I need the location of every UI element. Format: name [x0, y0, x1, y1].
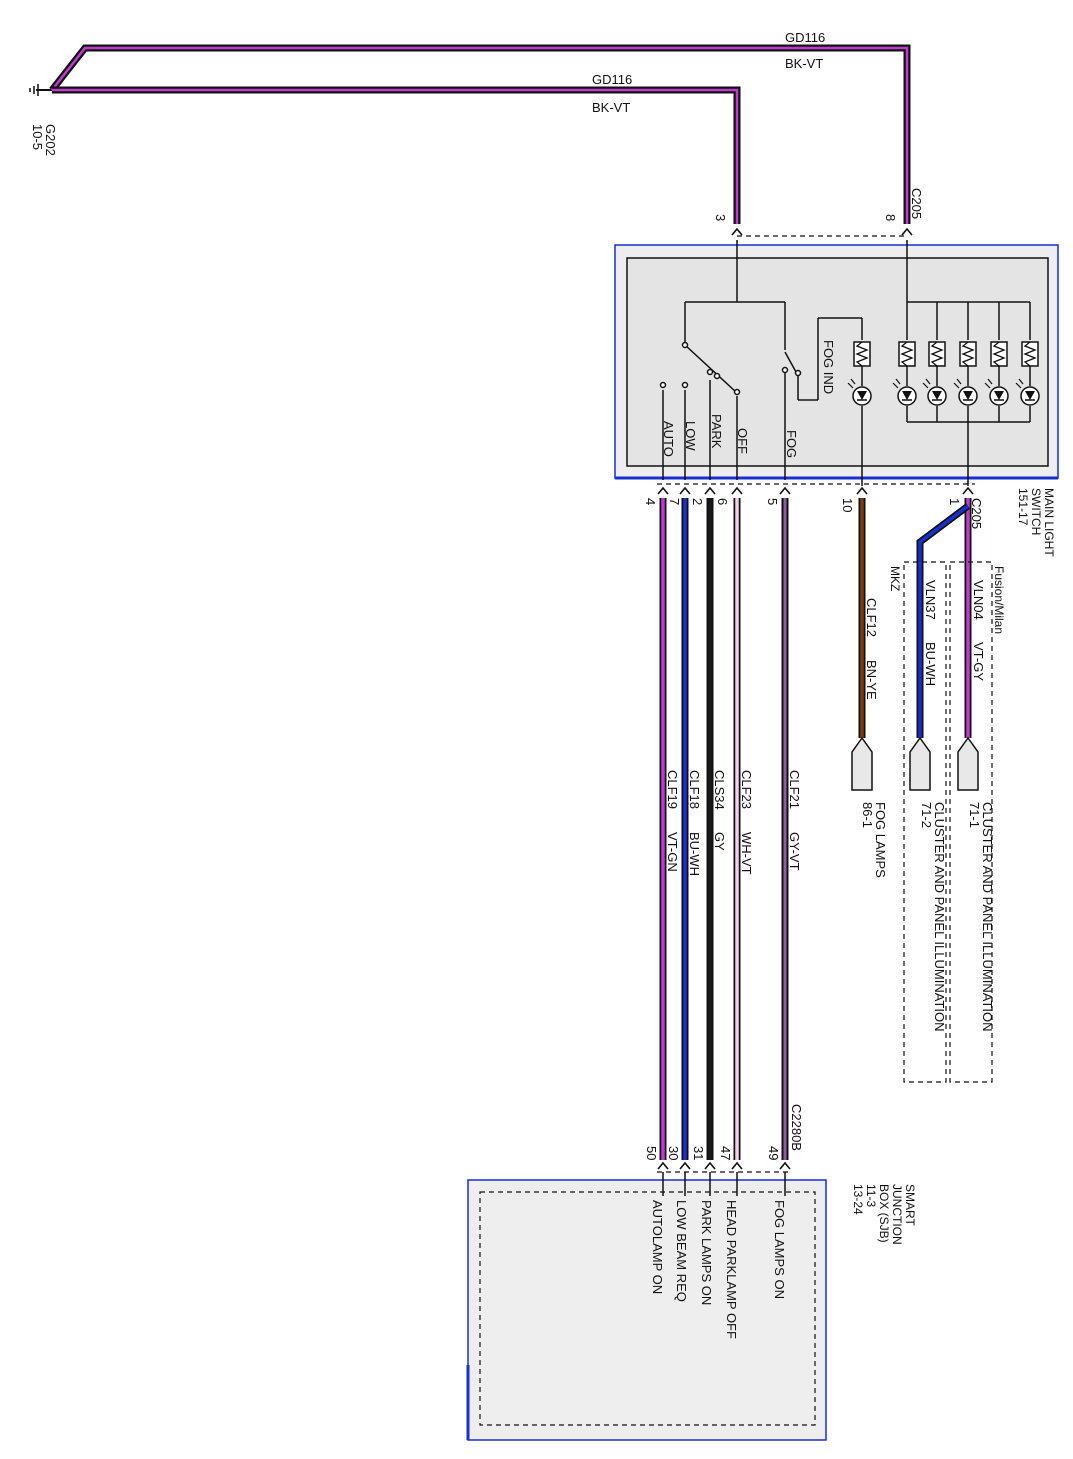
wire-color-fog: GY-VT	[787, 832, 802, 871]
sjb-name-1: SMART	[903, 1184, 917, 1226]
wire-illum-mkz	[916, 503, 971, 738]
wire-color-autolamp: VT-GN	[665, 832, 680, 872]
wire-circuit-off: CLF23	[739, 770, 754, 809]
fog-switch-contacts	[781, 317, 863, 480]
c205-pin-auto: 4	[643, 498, 658, 505]
sjb-signal-park: PARK LAMPS ON	[699, 1200, 714, 1305]
c205-pin-illum: 1	[947, 498, 962, 505]
c205-top-pin8: 8	[883, 214, 898, 221]
switch-position-park: PARK	[709, 414, 724, 449]
wire-color-low-beam: BU-WH	[687, 832, 702, 876]
wire-color-fog-ind: BN-YE	[864, 660, 879, 700]
wire-circuit-autolamp: CLF19	[665, 770, 680, 809]
switch-position-low: LOW	[683, 421, 698, 451]
switch-position-auto: AUTO	[661, 421, 676, 457]
sjb-box	[466, 1172, 827, 1441]
c205-pin-park: 2	[690, 498, 705, 505]
ground-ref: 10-5	[30, 124, 45, 150]
cluster2-name: CLUSTER AND PANEL ILLUMINATION	[932, 802, 947, 1031]
wire-circuit-park: CLS34	[712, 770, 727, 810]
fog-lamps-name: FOG LAMPS	[873, 802, 888, 878]
variant-box-mkz	[903, 561, 947, 1083]
wire-color-illum-mkz: BU-WH	[923, 642, 938, 686]
sjb-name-3: BOX (SJB)	[877, 1184, 891, 1243]
sjb-signal-head-park-off: HEAD PARKLAMP OFF	[724, 1200, 739, 1339]
illumination-bank	[906, 240, 1031, 486]
fog-lamps-ref: 86-1	[860, 802, 875, 828]
c205-top-connector	[731, 228, 913, 237]
c205-pin-off: 6	[715, 498, 730, 505]
wire-color-park: GY	[712, 832, 727, 851]
variant-box-fusion-milan	[949, 561, 993, 1083]
c2280b-label: C2280B	[789, 1104, 804, 1151]
cluster2-ref: 71-2	[919, 802, 934, 828]
wire-label-color-upper: BK-VT	[785, 56, 823, 71]
wire-circuit-fog: CLF21	[787, 770, 802, 809]
main-light-switch-ref: 151-17	[1016, 488, 1030, 526]
c205-pin-fog: 5	[765, 498, 780, 505]
wire-circuit-illum-mkz: VLN37	[923, 580, 938, 620]
variant-mkz: MKZ	[888, 566, 902, 591]
sjb-ref-1: 11-3	[864, 1184, 878, 1207]
sjb-name-2: JUNCTION	[890, 1184, 904, 1245]
sjb-signal-low-beam: LOW BEAM REQ	[674, 1200, 689, 1302]
main-light-switch-name-1: MAIN LIGHT	[1042, 488, 1056, 557]
c205-bottom-label: C205	[969, 498, 984, 529]
wire-color-off: WH-VT	[739, 832, 754, 875]
wire-label-color-lower: BK-VT	[592, 100, 630, 115]
c2280b-connector	[657, 1162, 792, 1173]
main-light-switch-box	[614, 244, 1059, 480]
wire-circuit-low-beam: CLF18	[687, 770, 702, 809]
c205-pin-fog-ind: 10	[840, 498, 855, 512]
c2280b-pin-park: 31	[691, 1146, 706, 1160]
wire-color-illum-fm: VT-GY	[971, 642, 986, 681]
sjb-signal-fog: FOG LAMPS ON	[772, 1200, 787, 1299]
cluster2-connector-icon	[909, 736, 931, 791]
fog-lamps-connector-icon	[851, 736, 873, 791]
c205-bottom-connector	[657, 483, 975, 495]
switch-position-fog: FOG	[784, 430, 799, 458]
headlamp-switch-contacts	[659, 240, 786, 480]
ground-wire-to-pin3	[52, 86, 741, 224]
fog-indicator-circuit	[853, 341, 871, 486]
c205-top-label: C205	[909, 188, 924, 219]
fog-ind-label: FOG IND	[821, 340, 836, 394]
wire-label-circuit-lower: GD116	[592, 72, 632, 87]
sjb-signal-autolamp: AUTOLAMP ON	[650, 1200, 665, 1294]
ground-symbol	[29, 84, 52, 96]
variant-fusion-milan: Fusion/Milan	[992, 566, 1006, 634]
wire-circuit-fog-ind: CLF12	[864, 598, 879, 637]
switch-position-off: OFF	[735, 428, 750, 454]
ground-wire-to-pin8	[49, 44, 911, 224]
wire-circuit-illum-fm: VLN04	[971, 580, 986, 620]
cluster1-ref: 71-1	[967, 802, 982, 828]
c2280b-pin-low: 30	[666, 1146, 681, 1160]
c2280b-pin-off: 47	[718, 1146, 733, 1160]
c2280b-pin-fog: 49	[766, 1146, 781, 1160]
ground-id: G202	[43, 124, 58, 156]
main-light-switch-name-2: SWITCH	[1029, 488, 1043, 535]
c2280b-pin-auto: 50	[644, 1146, 659, 1160]
sjb-ref-2: 13-24	[851, 1184, 865, 1215]
cluster1-connector-icon	[957, 736, 979, 791]
c205-top-pin3: 3	[713, 214, 728, 221]
wire-label-circuit-upper: GD116	[785, 30, 825, 45]
c205-pin-low: 7	[667, 498, 682, 505]
cluster1-name: CLUSTER AND PANEL ILLUMINATION	[980, 802, 995, 1031]
